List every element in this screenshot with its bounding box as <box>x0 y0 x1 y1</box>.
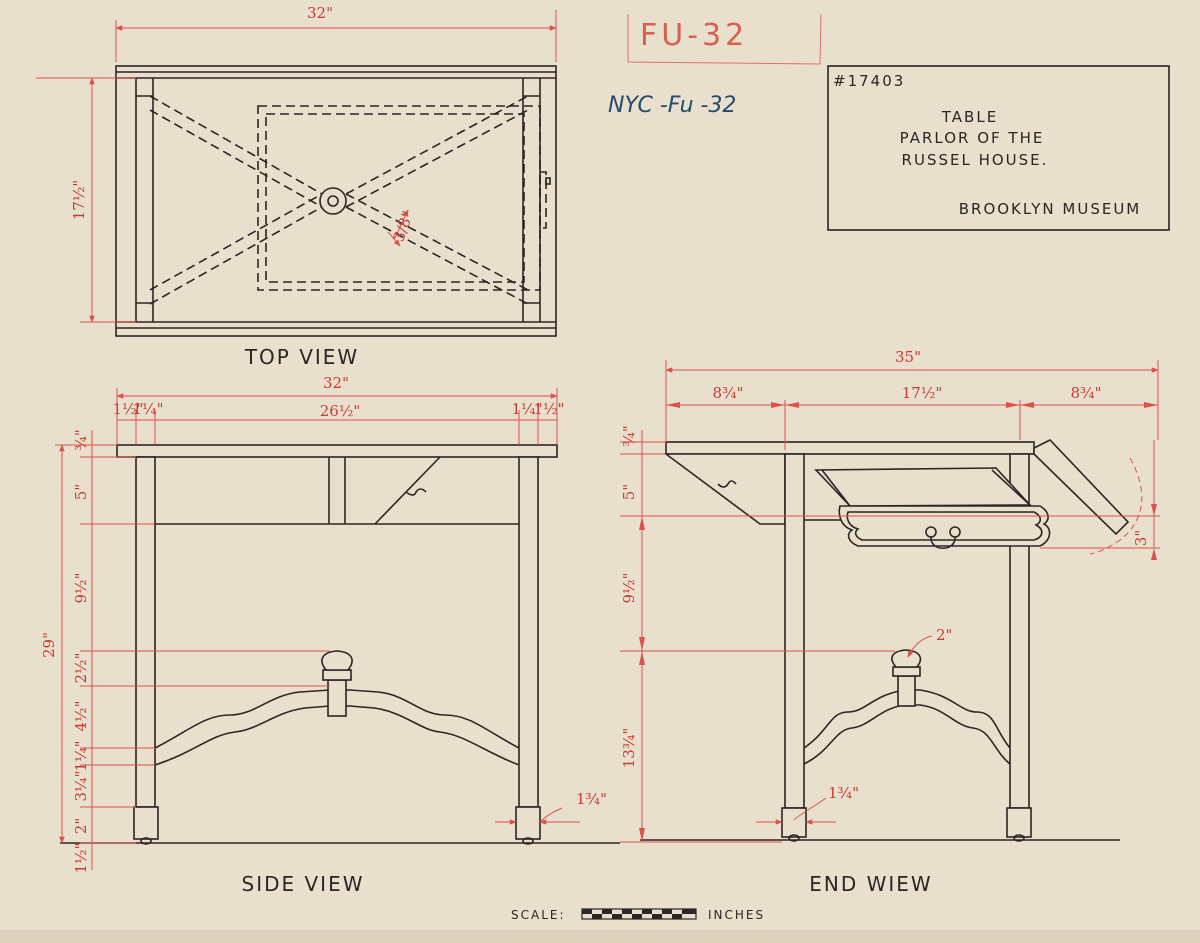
end-leaf-right-label: 8¾" <box>1071 384 1102 402</box>
end-view <box>640 439 1130 842</box>
side-caster-label: 1½" <box>72 843 90 874</box>
end-leg-upper-label: 9½" <box>620 573 638 604</box>
scale-unit: INCHES <box>708 908 765 922</box>
end-finial-label: 2" <box>936 626 952 644</box>
side-view-title: SIDE VIEW <box>242 872 365 896</box>
end-center-label: 17½" <box>902 384 943 402</box>
side-finial-label: 2½" <box>72 653 90 684</box>
side-right-a-label: 1¼" <box>512 400 543 418</box>
scale-bar: SCALE: INCHES <box>511 908 765 922</box>
drawing-number: #17403 <box>833 72 905 90</box>
end-drawer-label: 3" <box>1132 530 1150 546</box>
end-leg-label: 1¾" <box>828 784 859 802</box>
top-depth-label: 17½" <box>70 180 88 221</box>
paper-edge-shade <box>0 930 1200 943</box>
end-apron-label: 5" <box>620 484 638 500</box>
side-s1-label: 1¼" <box>72 741 90 772</box>
title-line-3: RUSSEL HOUSE. <box>902 151 1049 169</box>
side-s2-label: 3¼" <box>72 771 90 802</box>
side-width-label: 32" <box>323 374 349 392</box>
end-view-dimensions: 35" 8¾" 17½" 8¾" ¾" 5" 9½" 13¾" 3" <box>620 348 1160 843</box>
side-right-b-label: 1½" <box>534 400 565 418</box>
catalog-number: NYC -Fu -32 <box>608 93 736 118</box>
side-foot-label: 2" <box>72 818 90 834</box>
end-top-thick-label: ¾" <box>620 425 638 446</box>
side-leg-upper-label: 9½" <box>72 573 90 604</box>
top-view-dimensions: 32" 17½" 3/8" <box>36 4 557 323</box>
top-view <box>115 65 557 337</box>
title-line-1: TABLE <box>941 108 998 126</box>
end-view-title: END WIEW <box>809 872 932 896</box>
top-view-title: TOP VIEW <box>244 345 359 369</box>
title-line-2: PARLOR OF THE <box>900 129 1045 147</box>
stamp-text: FU-32 <box>640 18 748 53</box>
side-left-a-label: 1½" <box>113 400 144 418</box>
side-stretcher-label: 4½" <box>72 701 90 732</box>
museum-name: BROOKLYN MUSEUM <box>959 200 1142 218</box>
side-total-label: 29" <box>40 632 58 658</box>
side-top-thick-label: ¾" <box>72 429 90 450</box>
end-leaf-left-label: 8¾" <box>713 384 744 402</box>
scale-label: SCALE: <box>511 908 566 922</box>
side-left-b-label: 1¼" <box>133 400 164 418</box>
side-view <box>60 444 620 845</box>
side-apron-label: 5" <box>72 484 90 500</box>
top-width-label: 32" <box>307 4 333 22</box>
side-leg-label: 1¾" <box>576 790 607 808</box>
side-inner-label: 26½" <box>320 402 361 420</box>
catalog-stamp: FU-32 <box>627 13 822 65</box>
side-view-dimensions: 32" 1½" 1¼" 26½" 1¼" 1½" 29" ¾" 5" 9½" 2… <box>40 374 607 873</box>
end-lower-label: 13¾" <box>620 728 638 769</box>
title-block: #17403 TABLE PARLOR OF THE RUSSEL HOUSE.… <box>827 65 1170 231</box>
end-width-label: 35" <box>895 348 921 366</box>
